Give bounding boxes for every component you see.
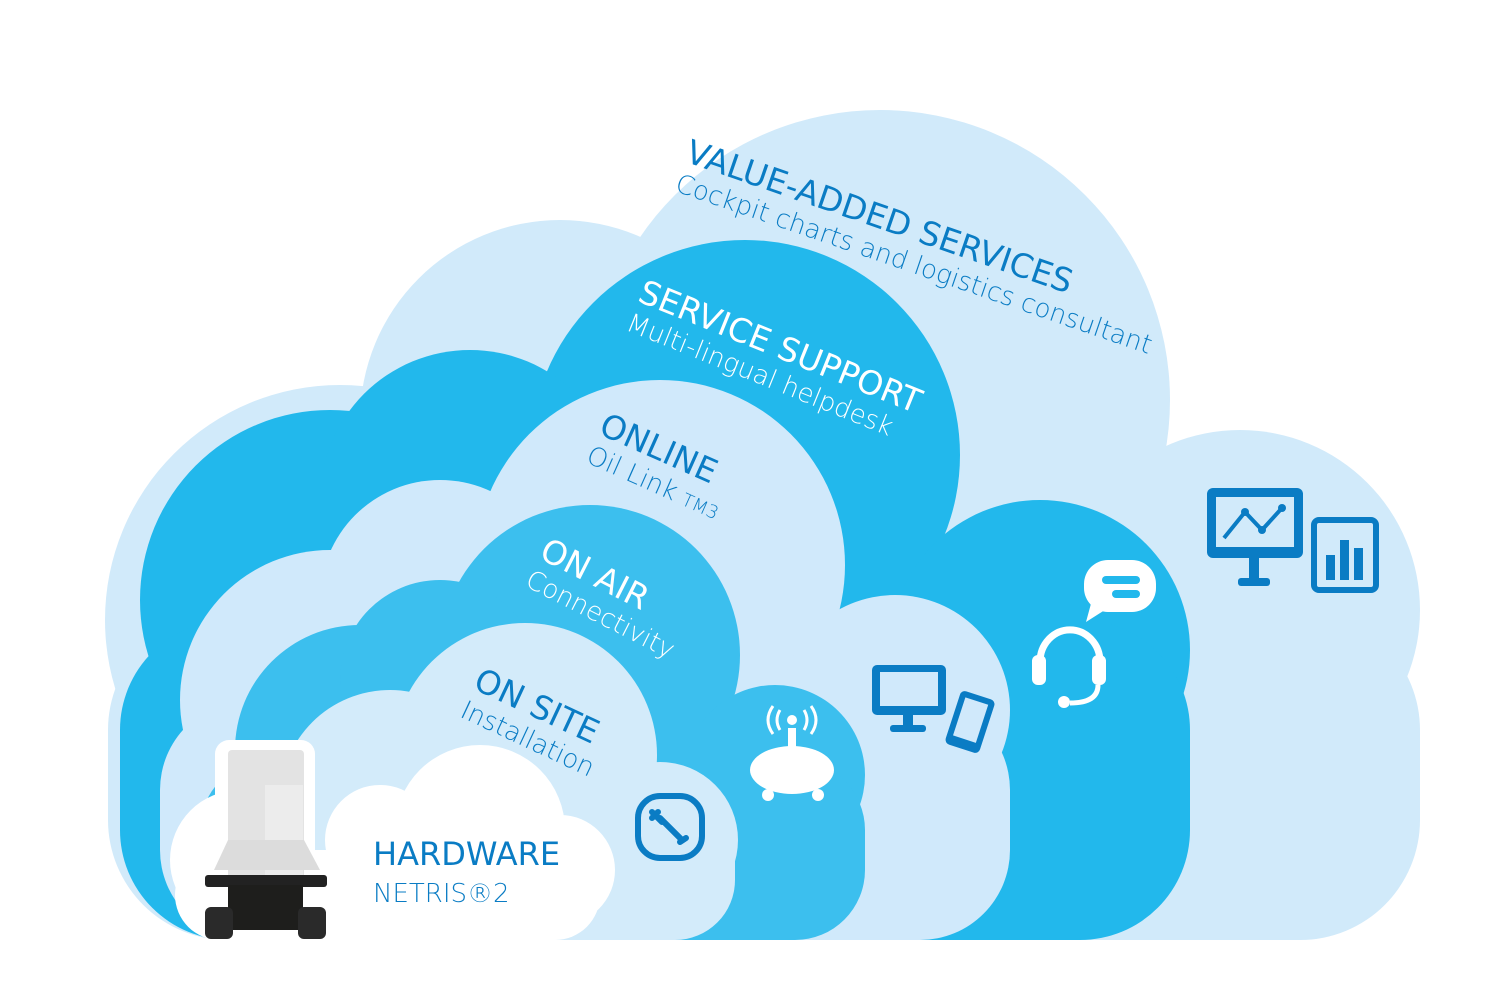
layer-hardware: HARDWARE NETRIS®2: [373, 835, 560, 909]
hardware-subtitle: NETRIS®2: [373, 879, 510, 909]
desktop-icon: [872, 665, 946, 732]
headset-icon: [1032, 626, 1106, 708]
monitor-chart-icon: [1207, 488, 1303, 586]
tablet-icon: [945, 691, 995, 753]
bar-chart-icon: [1311, 517, 1379, 593]
netris-device-icon: [205, 740, 327, 950]
hardware-title: HARDWARE: [373, 835, 561, 873]
wrench-icon: [635, 793, 705, 861]
chat-bubble-icon: [1084, 560, 1156, 622]
antenna-device-icon: [750, 705, 834, 801]
